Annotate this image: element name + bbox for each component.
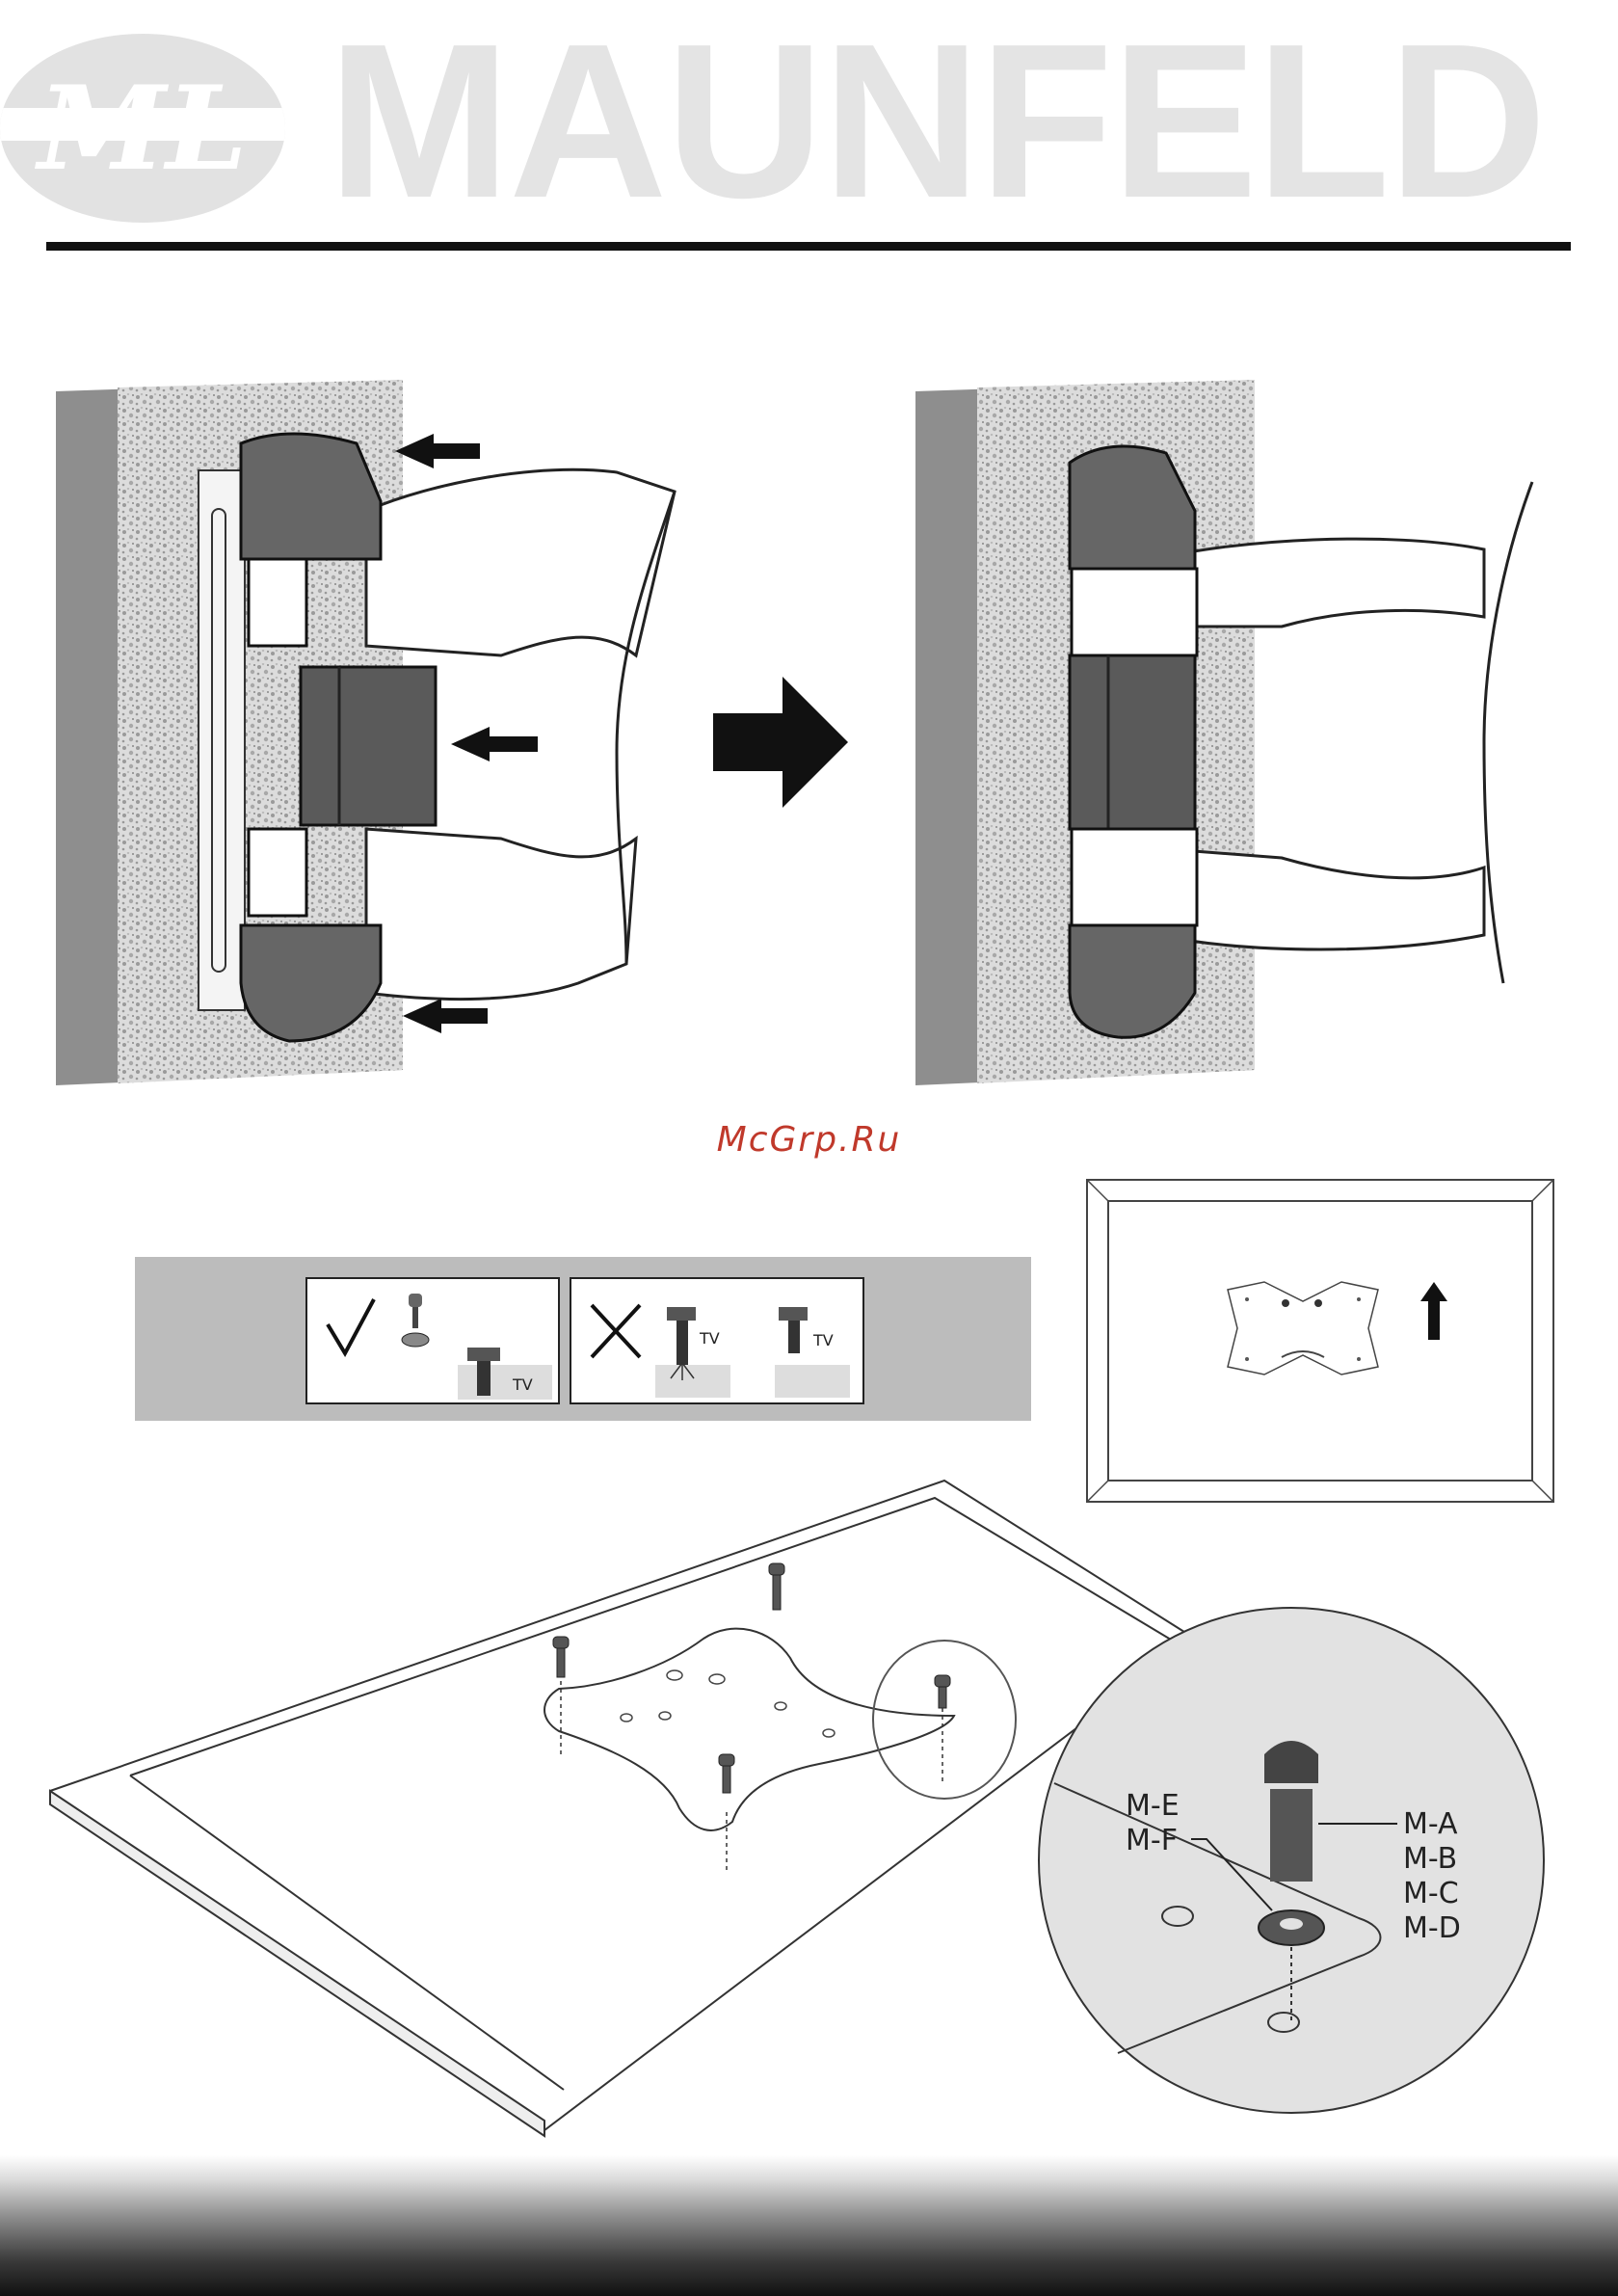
screw-guide-panel: TV TV TV	[135, 1257, 1031, 1421]
wrong-tv-label-1: TV	[699, 1329, 720, 1348]
label-m-c: M-C	[1403, 1877, 1459, 1910]
brand-name: MAUNFELD	[328, 12, 1545, 231]
logo-mark-text: ML	[34, 61, 247, 197]
label-m-b: M-B	[1403, 1842, 1457, 1876]
wrong-mounting-box: TV TV	[570, 1278, 863, 1403]
footer-band	[0, 2155, 1618, 2296]
hinge-right	[1070, 446, 1197, 1037]
label-m-e: M-E	[1126, 1789, 1180, 1823]
tv-orientation-frame	[1083, 1176, 1557, 1506]
wrong-tv-label-2: TV	[812, 1331, 834, 1349]
correct-tv-label: TV	[512, 1375, 533, 1394]
label-m-a: M-A	[1403, 1807, 1458, 1841]
label-m-d: M-D	[1403, 1911, 1461, 1945]
label-m-f: M-F	[1126, 1824, 1178, 1857]
arrow-right-icon	[713, 677, 848, 808]
bracket-assembly-illustration	[0, 366, 1618, 1118]
tv-back-mounting-illustration: M-E M-F M-A M-B M-C M-D	[0, 1465, 1618, 2159]
zoom-callout	[1039, 1608, 1544, 2113]
watermark-text: McGrp.Ru	[0, 1120, 1618, 1160]
correct-mounting-box: TV	[306, 1278, 559, 1403]
wall-plate-left	[199, 470, 245, 1010]
tv-back-panel	[50, 1481, 1195, 2136]
header-rule	[46, 242, 1571, 251]
logo-mark-icon: ML	[0, 34, 289, 223]
